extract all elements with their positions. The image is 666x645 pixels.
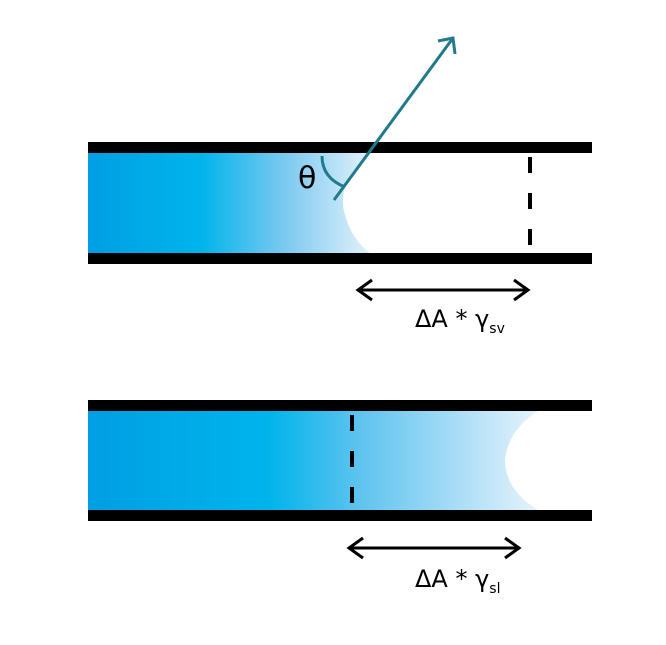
arrow-left-icon bbox=[355, 278, 373, 302]
top-fluid bbox=[88, 153, 372, 253]
bottom-fluid bbox=[88, 411, 538, 510]
top-energy-label: ΔA * γsv bbox=[415, 305, 505, 337]
angle-label: θ bbox=[298, 161, 316, 196]
bottom-lower-wall bbox=[88, 510, 592, 521]
contact-angle-vector bbox=[332, 37, 455, 201]
top-lower-wall bbox=[88, 253, 592, 264]
arrow-left-icon bbox=[346, 536, 364, 560]
bottom-upper-wall bbox=[88, 400, 592, 411]
vector-arrowhead-icon bbox=[437, 36, 457, 55]
top-upper-wall bbox=[88, 142, 592, 153]
bottom-energy-label: ΔA * γsl bbox=[415, 565, 500, 597]
angle-arc bbox=[320, 155, 346, 189]
arrow-right-icon bbox=[513, 278, 531, 302]
arrow-right-icon bbox=[504, 536, 522, 560]
bottom-capillary: ΔA * γsl bbox=[88, 400, 592, 597]
top-capillary: θ ΔA * γsv bbox=[88, 36, 592, 337]
